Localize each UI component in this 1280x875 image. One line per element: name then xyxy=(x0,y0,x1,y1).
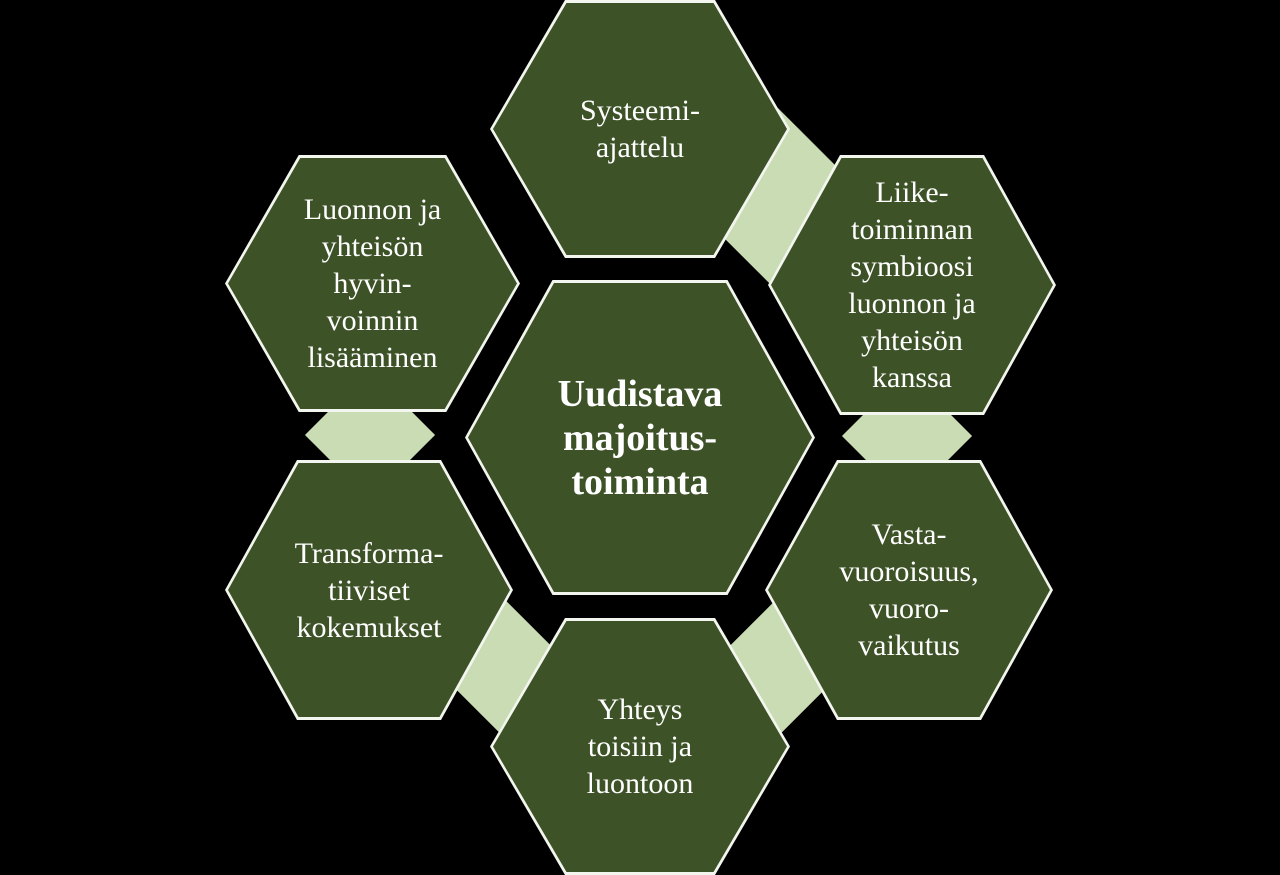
hexagon-top-right-label: Liike- toiminnan symbioosi luonnon ja yh… xyxy=(848,176,976,394)
hexagon-top-right: Liike- toiminnan symbioosi luonnon ja yh… xyxy=(768,155,1056,415)
hexagon-left: Transforma- tiiviset kokemukset xyxy=(225,460,513,720)
hexagon-center: Uudistava majoitus- toiminta xyxy=(465,280,815,595)
hexagon-top: Systeemi- ajattelu xyxy=(490,0,790,258)
hexagon-left-label: Transforma- tiiviset kokemukset xyxy=(294,536,444,644)
hexagon-top-left: Luonnon ja yhteisön hyvin- voinnin lisää… xyxy=(225,155,520,412)
hexagon-right-label: Vasta- vuoroisuus, vuoro- vaikutus xyxy=(839,518,979,662)
hexagon-top-label: Systeemi- ajattelu xyxy=(580,94,700,164)
hexagon-center-label: Uudistava majoitus- toiminta xyxy=(557,372,723,503)
hexagon-bottom-label: Yhteys toisiin ja luontoon xyxy=(586,693,694,800)
hexagon-surface xyxy=(493,3,787,255)
hexagon-top-left-label: Luonnon ja yhteisön hyvin- voinnin lisää… xyxy=(303,193,442,374)
